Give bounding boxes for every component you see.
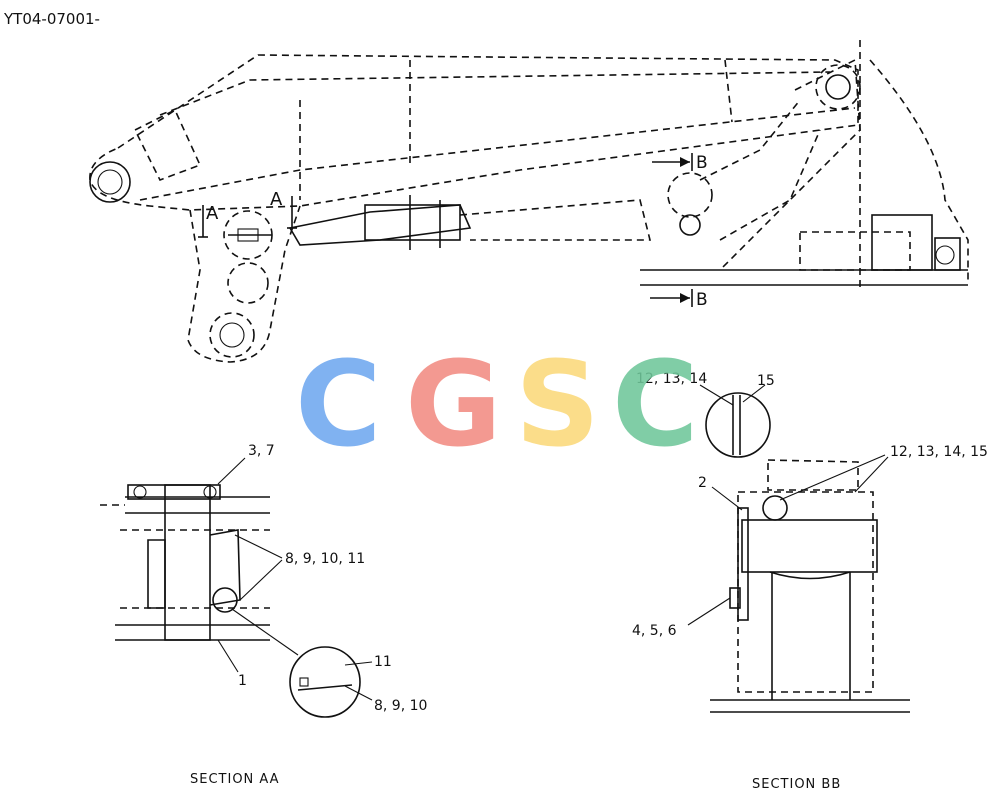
aa-callout-8-10: 8, 9, 10: [374, 698, 427, 714]
section-aa-view: 3, 7 8, 9, 10, 11 1 11 8, 9, 10 SECTION …: [100, 443, 427, 787]
section-marker-a: A A: [198, 189, 297, 238]
bb-callout-15: 15: [757, 373, 775, 389]
marker-a-right: A: [270, 189, 283, 210]
aa-callout-8-11: 8, 9, 10, 11: [285, 551, 365, 567]
marker-a-left: A: [206, 203, 219, 224]
bb-callout-12-15: 12, 13, 14, 15: [890, 444, 988, 460]
marker-b-top: B: [696, 153, 708, 173]
bb-callout-2: 2: [698, 475, 707, 491]
section-bb-title: SECTION BB: [752, 777, 841, 792]
watermark-letter-c2: C: [612, 335, 699, 473]
section-marker-b: B B: [650, 153, 708, 310]
aa-callout-3-7: 3, 7: [248, 443, 275, 459]
aa-callout-1: 1: [238, 673, 247, 689]
marker-b-bottom: B: [696, 290, 708, 310]
boom-assembly: [89, 40, 969, 363]
bb-callout-4-6: 4, 5, 6: [632, 623, 677, 639]
doc-code: YT04-07001-: [3, 10, 100, 28]
watermark-letter-c1: C: [295, 335, 382, 473]
section-aa-title: SECTION AA: [190, 772, 280, 787]
watermark-letter-g: G: [405, 335, 502, 473]
watermark-logo: C G S C: [295, 335, 699, 473]
bb-callout-12-14: 12, 13, 14: [636, 371, 707, 387]
section-bb-view: 12, 13, 14 15 12, 13, 14, 15 2 4, 5, 6 S…: [632, 371, 988, 792]
aa-callout-11: 11: [374, 654, 392, 670]
watermark-letter-s: S: [515, 335, 600, 473]
